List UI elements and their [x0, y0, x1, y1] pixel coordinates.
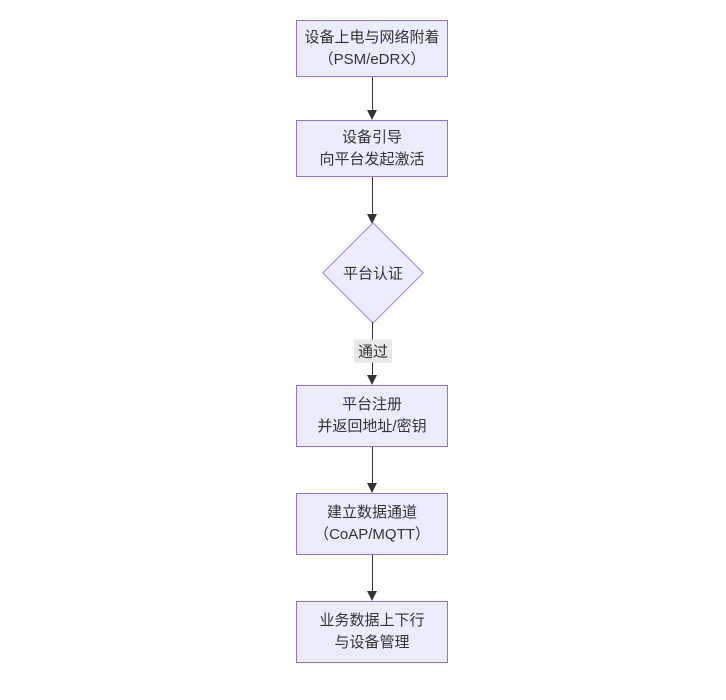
node-business-data: 业务数据上下行 与设备管理 — [296, 601, 448, 663]
node-business-data-line2: 与设备管理 — [334, 634, 410, 651]
node-power-attach-line2: （PSM/eDRX） — [318, 50, 426, 68]
node-bootstrap-line2: 向平台发起激活 — [319, 150, 425, 168]
edge-4-line — [372, 447, 373, 484]
node-power-attach: 设备上电与网络附着 （PSM/eDRX） — [296, 20, 448, 77]
node-register: 平台注册 并返回地址/密钥 — [296, 385, 448, 447]
node-data-channel-line1: 建立数据通道 — [326, 504, 417, 521]
edge-1-line — [372, 77, 373, 111]
node-power-attach-line1: 设备上电与网络附着 — [304, 28, 440, 46]
edge-2-arrowhead-icon — [367, 214, 377, 224]
node-register-line2: 并返回地址/密钥 — [317, 418, 427, 435]
node-data-channel: 建立数据通道 （CoAP/MQTT） — [296, 493, 448, 555]
node-register-line1: 平台注册 — [341, 396, 402, 413]
edge-1-arrowhead-icon — [367, 110, 377, 120]
edge-5-line — [372, 555, 373, 592]
edge-5-arrowhead-icon — [367, 591, 377, 601]
node-business-data-line1: 业务数据上下行 — [319, 612, 425, 629]
node-data-channel-line2: （CoAP/MQTT） — [314, 526, 430, 543]
edge-2-line — [372, 177, 373, 215]
edge-4-arrowhead-icon — [367, 483, 377, 493]
edge-3-label: 通过 — [353, 339, 393, 363]
node-bootstrap-line1: 设备引导 — [341, 128, 402, 146]
node-bootstrap: 设备引导 向平台发起激活 — [296, 120, 448, 177]
edge-3-arrowhead-icon — [367, 375, 377, 385]
node-platform-auth-label: 平台认证 — [342, 265, 404, 283]
